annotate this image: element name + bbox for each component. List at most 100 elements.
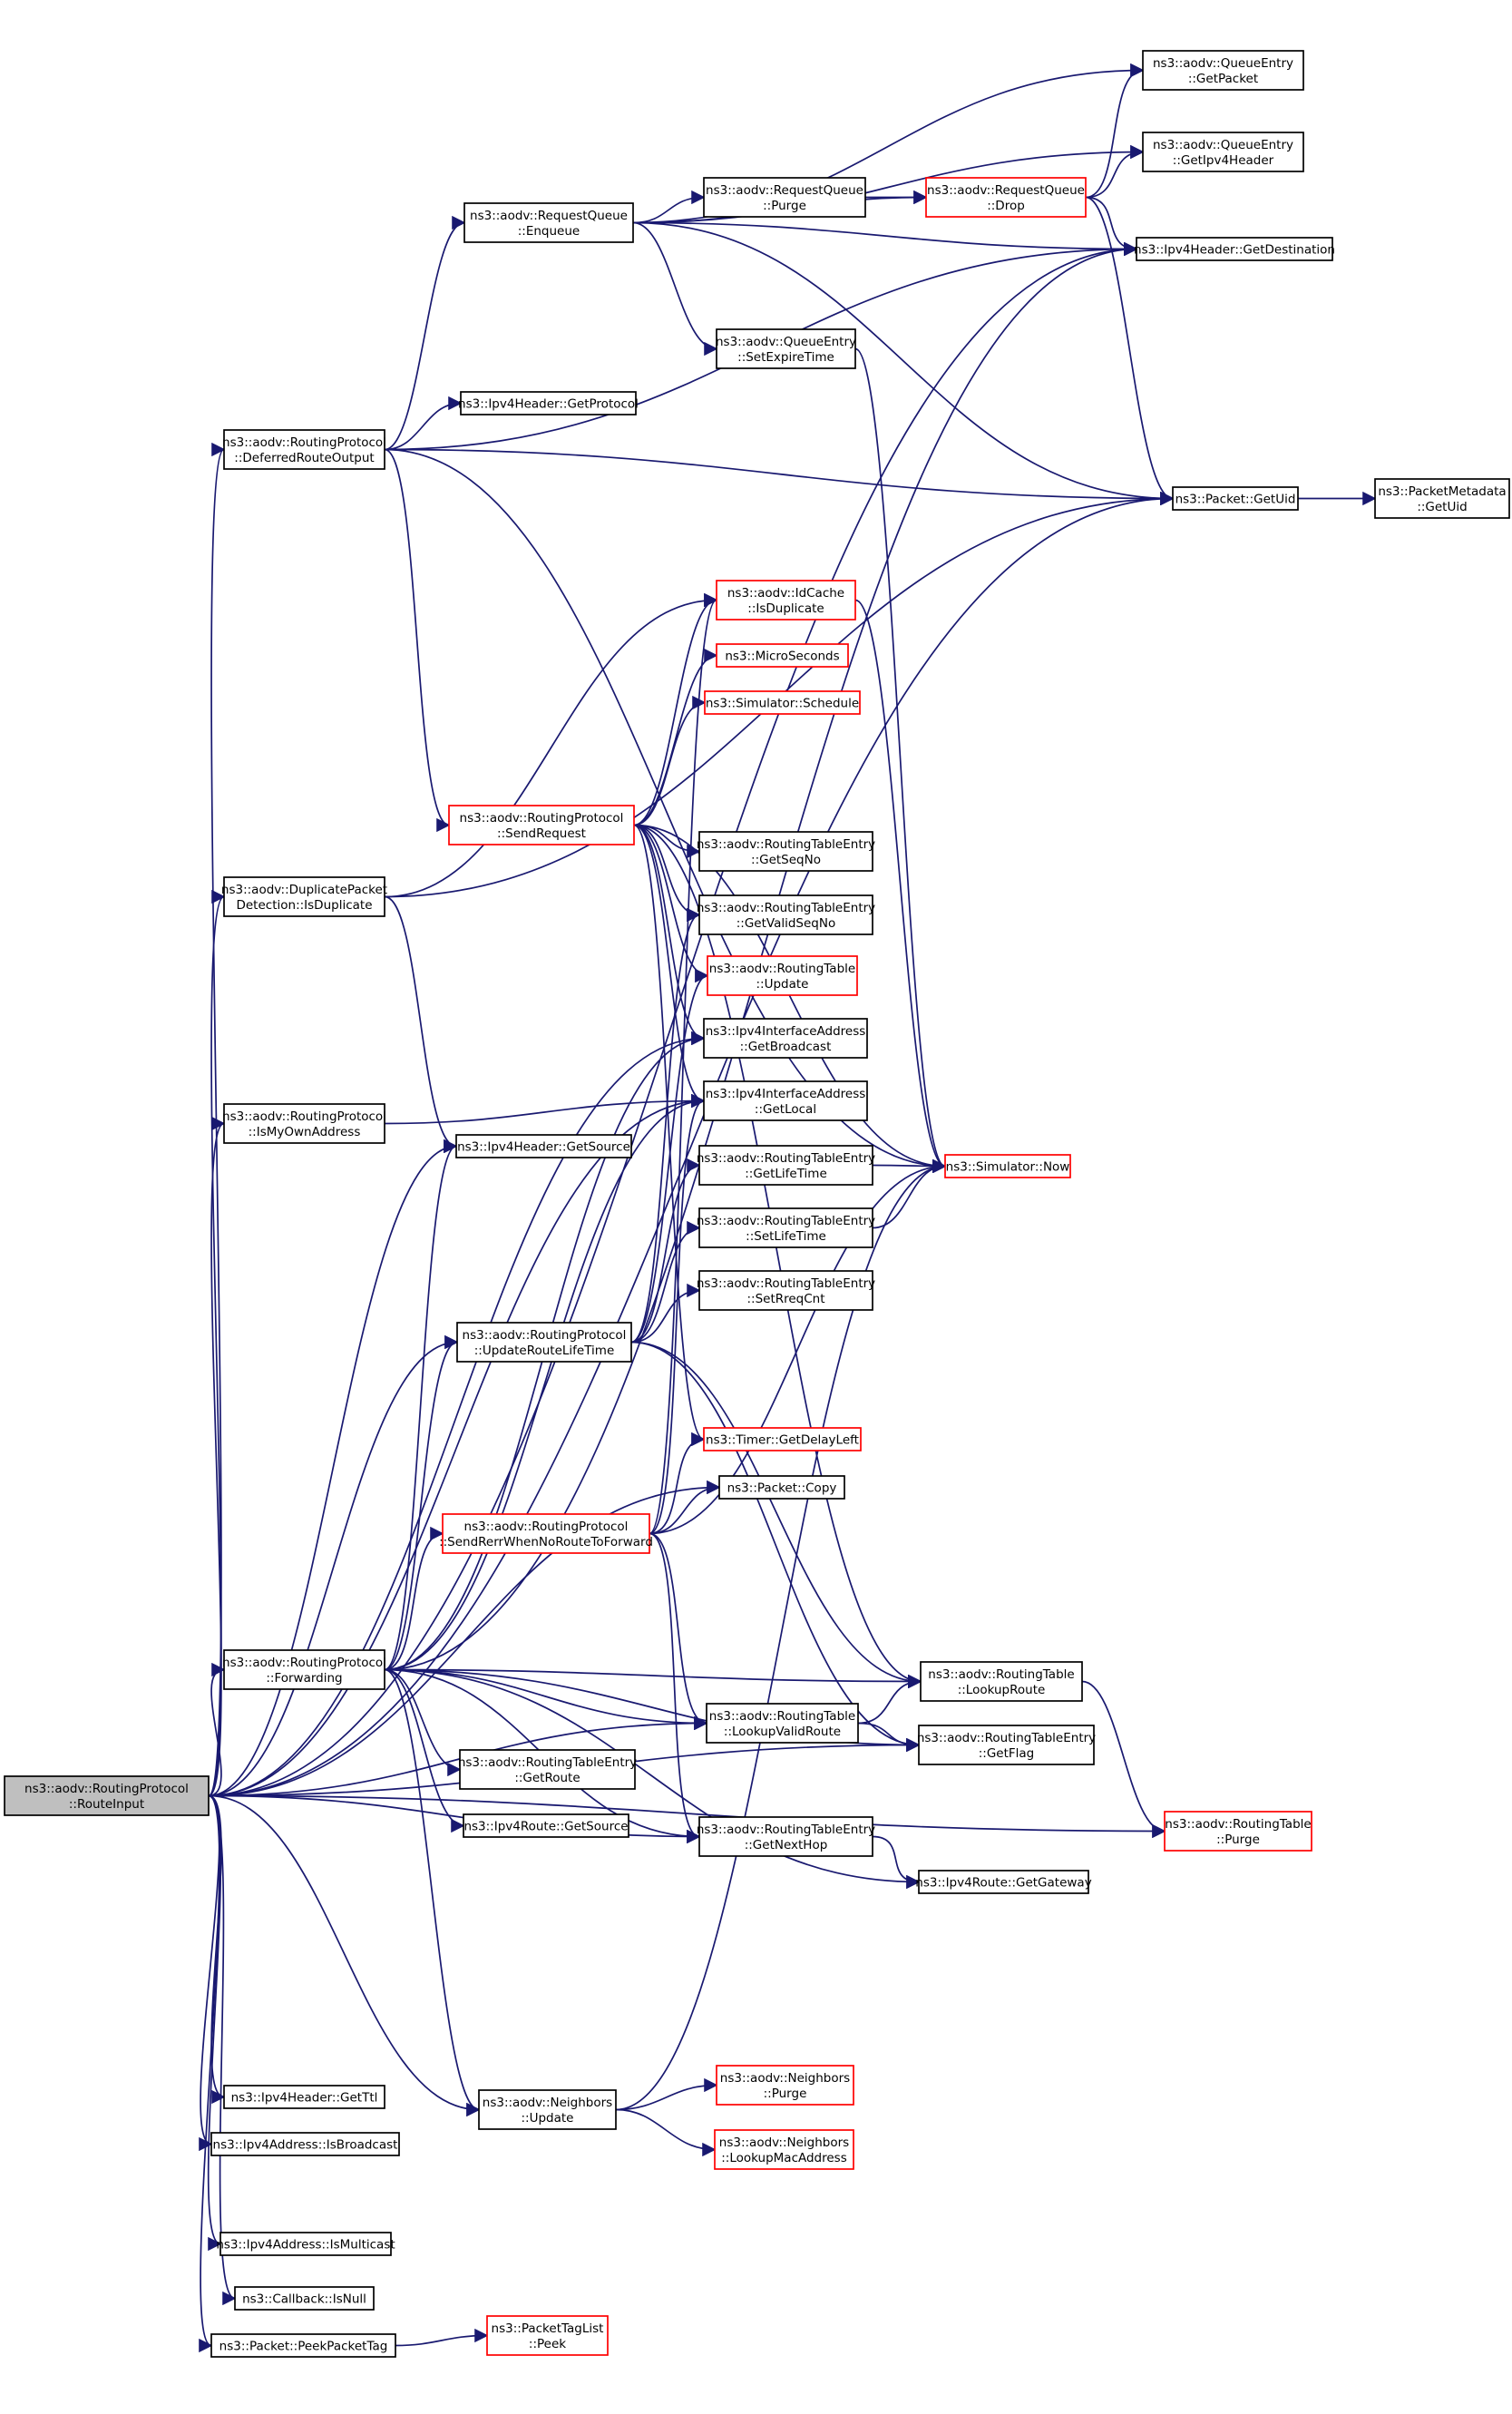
- node-label: ::Purge: [764, 2087, 807, 2101]
- node-ptl_peek[interactable]: ns3::PacketTagList::Peek: [486, 2315, 609, 2356]
- node-getttl[interactable]: ns3::Ipv4Header::GetTtl: [223, 2085, 385, 2109]
- node-forwarding[interactable]: ns3::aodv::RoutingProtocol::Forwarding: [222, 1649, 386, 1690]
- node-label: ::GetBroadcast: [740, 1040, 832, 1054]
- node-rte_getflag[interactable]: ns3::aodv::RoutingTableEntry::GetFlag: [917, 1725, 1096, 1765]
- node-isnull[interactable]: ns3::Callback::IsNull: [234, 2286, 375, 2311]
- node-box: [223, 2085, 385, 2109]
- call-edge-updateroutelifetime-to-getlifetime: [630, 1158, 701, 1344]
- node-box: [718, 1475, 845, 1500]
- node-label: ns3::aodv::RoutingTableEntry: [697, 1276, 875, 1291]
- node-now[interactable]: ns3::Simulator::Now: [944, 1154, 1071, 1178]
- node-schedule[interactable]: ns3::Simulator::Schedule: [704, 690, 861, 715]
- node-label: ::Forwarding: [266, 1671, 342, 1686]
- node-sendrequest[interactable]: ns3::aodv::RoutingProtocol::SendRequest: [448, 805, 635, 845]
- node-deferred[interactable]: ns3::aodv::RoutingProtocol::DeferredRout…: [222, 429, 386, 470]
- node-label: ::SetRreqCnt: [746, 1292, 824, 1306]
- node-getlifetime[interactable]: ns3::aodv::RoutingTableEntry::GetLifeTim…: [697, 1145, 875, 1186]
- node-label: ns3::Ipv4InterfaceAddress: [706, 1024, 866, 1039]
- node-label: ::GetFlag: [979, 1746, 1035, 1761]
- node-label: ns3::aodv::RequestQueue: [706, 183, 863, 198]
- node-box: [703, 1427, 862, 1451]
- call-edge-routeinput-to-getsource_hdr: [208, 1139, 458, 1797]
- node-microseconds[interactable]: ns3::MicroSeconds: [716, 643, 849, 668]
- node-getprotocol[interactable]: ns3::Ipv4Header::GetProtocol: [458, 391, 639, 415]
- node-idcache_isdup[interactable]: ns3::aodv::IdCache::IsDuplicate: [716, 580, 856, 621]
- node-getlocal[interactable]: ns3::Ipv4InterfaceAddress::GetLocal: [703, 1080, 868, 1121]
- node-label: ns3::Packet::Copy: [727, 1481, 837, 1496]
- node-packet_getuid[interactable]: ns3::Packet::GetUid: [1172, 486, 1299, 511]
- node-enqueue[interactable]: ns3::aodv::RequestQueue::Enqueue: [463, 202, 634, 243]
- node-rq_drop[interactable]: ns3::aodv::RequestQueue::Drop: [925, 177, 1087, 218]
- node-label: ::IsDuplicate: [747, 601, 824, 616]
- node-duplicate[interactable]: ns3::aodv::DuplicatePacketDetection::IsD…: [221, 876, 387, 917]
- node-box: [1136, 237, 1333, 261]
- node-getseqno[interactable]: ns3::aodv::RoutingTableEntry::GetSeqNo: [697, 831, 875, 872]
- node-neighbors_update[interactable]: ns3::aodv::Neighbors::Update: [478, 2089, 617, 2130]
- node-routeinput[interactable]: ns3::aodv::RoutingProtocol::RouteInput: [4, 1775, 210, 1816]
- node-updateroutelifetime[interactable]: ns3::aodv::RoutingProtocol::UpdateRouteL…: [456, 1322, 632, 1363]
- call-edge-forwarding-to-rte_getroute: [384, 1668, 462, 1777]
- node-box: [234, 2286, 375, 2311]
- node-ismulticast[interactable]: ns3::Ipv4Address::IsMulticast: [216, 2232, 395, 2256]
- call-edge-sendrequest-to-schedule: [633, 695, 707, 826]
- node-getgateway[interactable]: ns3::Ipv4Route::GetGateway: [915, 1870, 1092, 1894]
- node-getnexthop[interactable]: ns3::aodv::RoutingTableEntry::GetNextHop: [697, 1816, 875, 1857]
- node-qe_getipv4header[interactable]: ns3::aodv::QueueEntry::GetIpv4Header: [1142, 132, 1304, 172]
- node-box: [707, 955, 858, 996]
- node-neighbors_purge[interactable]: ns3::aodv::Neighbors::Purge: [716, 2065, 854, 2106]
- node-sendrerr[interactable]: ns3::aodv::RoutingProtocol::SendRerrWhen…: [439, 1513, 653, 1554]
- node-label: ::GetRoute: [514, 1771, 580, 1785]
- node-rt_update[interactable]: ns3::aodv::RoutingTable::Update: [707, 955, 858, 996]
- node-label: ::GetLocal: [755, 1102, 816, 1117]
- call-edge-routeinput-to-ismyown: [208, 1117, 226, 1797]
- call-edge-sendrerr-to-packet_copy: [649, 1480, 721, 1535]
- node-isbroadcast[interactable]: ns3::Ipv4Address::IsBroadcast: [210, 2132, 400, 2156]
- node-packet_copy[interactable]: ns3::Packet::Copy: [718, 1475, 845, 1500]
- node-rq_purge[interactable]: ns3::aodv::RequestQueue::Purge: [703, 177, 866, 218]
- node-peekpackettag[interactable]: ns3::Packet::PeekPacketTag: [210, 2333, 396, 2358]
- call-edge-forwarding-to-sendrerr: [384, 1526, 444, 1671]
- call-edge-setexpiretime-to-now: [854, 347, 947, 1173]
- call-edge-idcache_isdup-to-now: [854, 599, 947, 1173]
- node-box: [210, 2333, 396, 2358]
- call-edge-forwarding-to-neighbors_update: [384, 1668, 481, 2117]
- node-lookuproute[interactable]: ns3::aodv::RoutingTable::LookupRoute: [920, 1661, 1083, 1702]
- node-label: ns3::aodv::RoutingTable: [709, 1709, 855, 1724]
- call-edge-deferred-to-packet_getuid: [384, 448, 1175, 506]
- call-edge-sendrerr-to-getlocal: [649, 1094, 706, 1535]
- node-label: ::GetValidSeqNo: [736, 916, 836, 931]
- call-edge-sendrequest-to-getdelayleft: [633, 824, 706, 1446]
- call-edge-forwarding-to-getlocal: [384, 1093, 706, 1671]
- node-box: [442, 1513, 650, 1554]
- node-label: ns3::Packet::GetUid: [1175, 493, 1296, 507]
- node-getdestination[interactable]: ns3::Ipv4Header::GetDestination: [1134, 237, 1335, 261]
- call-edge-sendrequest-to-getlocal: [633, 824, 706, 1109]
- node-setlifetime[interactable]: ns3::aodv::RoutingTableEntry::SetLifeTim…: [697, 1207, 875, 1248]
- node-qe_getpacket[interactable]: ns3::aodv::QueueEntry::GetPacket: [1142, 50, 1304, 91]
- node-label: ns3::aodv::RequestQueue: [470, 209, 628, 223]
- node-box: [698, 1270, 873, 1311]
- node-box: [456, 1322, 632, 1363]
- call-edge-routeinput-to-lookupvalidroute: [208, 1715, 708, 1797]
- node-lookupvalidroute[interactable]: ns3::aodv::RoutingTable::LookupValidRout…: [706, 1703, 859, 1744]
- node-box: [210, 2132, 400, 2156]
- node-label: ns3::aodv::Neighbors: [719, 2135, 849, 2150]
- node-getbroadcast[interactable]: ns3::Ipv4InterfaceAddress::GetBroadcast: [703, 1018, 868, 1059]
- call-edge-routeinput-to-rt_purge: [208, 1794, 1166, 1839]
- node-box: [1142, 50, 1304, 91]
- node-rt_purge[interactable]: ns3::aodv::RoutingTable::Purge: [1164, 1811, 1312, 1852]
- node-lookupmacaddress[interactable]: ns3::aodv::Neighbors::LookupMacAddress: [714, 2129, 854, 2170]
- node-getsource_hdr[interactable]: ns3::Ipv4Header::GetSource: [455, 1134, 632, 1158]
- node-box: [716, 643, 849, 668]
- node-pm_getuid[interactable]: ns3::PacketMetadata::GetUid: [1374, 478, 1510, 519]
- node-ismyown[interactable]: ns3::aodv::RoutingProtocol::IsMyOwnAddre…: [222, 1103, 386, 1144]
- node-setexpiretime[interactable]: ns3::aodv::QueueEntry::SetExpireTime: [716, 328, 856, 369]
- call-edge-enqueue-to-packet_getuid: [632, 221, 1175, 506]
- node-ipv4route_getsource[interactable]: ns3::Ipv4Route::GetSource: [463, 1813, 629, 1838]
- node-rte_getroute[interactable]: ns3::aodv::RoutingTableEntry::GetRoute: [458, 1749, 637, 1790]
- node-getdelayleft[interactable]: ns3::Timer::GetDelayLeft: [703, 1427, 862, 1451]
- node-setreqcnt[interactable]: ns3::aodv::RoutingTableEntry::SetRreqCnt: [697, 1270, 875, 1311]
- node-getvalidseqno[interactable]: ns3::aodv::RoutingTableEntry::GetValidSe…: [697, 894, 875, 935]
- node-label: ::DeferredRouteOutput: [234, 451, 374, 465]
- call-edge-neighbors_update-to-lookupmacaddress: [615, 2108, 717, 2157]
